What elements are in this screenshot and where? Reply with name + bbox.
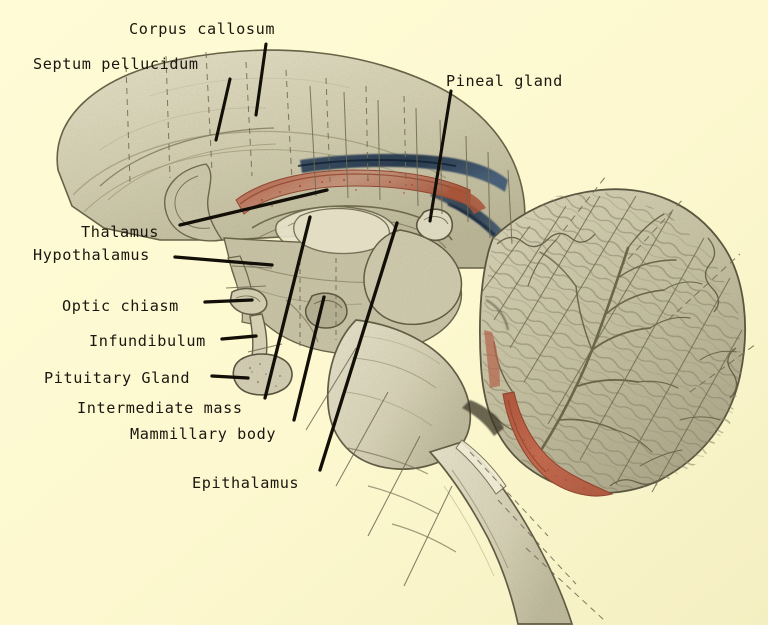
leader-line-group bbox=[173, 42, 453, 472]
engraving-hairlines bbox=[125, 51, 757, 621]
label-infundibulum: Infundibulum bbox=[89, 332, 206, 350]
leader-pituitary-gland bbox=[210, 374, 250, 380]
leader-hypothalamus bbox=[173, 255, 274, 267]
corpus-callosum bbox=[235, 169, 486, 215]
label-thalamus: Thalamus bbox=[81, 223, 159, 241]
leader-septum-pellucidum bbox=[214, 77, 232, 142]
label-pituitary-gland: Pituitary Gland bbox=[44, 369, 191, 387]
leader-intermediate-mass bbox=[263, 215, 312, 400]
hypothalamic-region bbox=[227, 255, 348, 396]
brainstem bbox=[326, 229, 574, 625]
leader-epithalamus bbox=[318, 221, 399, 472]
label-hypothalamus: Hypothalamus bbox=[33, 246, 150, 264]
label-optic-chiasm: Optic chiasm bbox=[62, 297, 179, 315]
cerebellomedullary-cleft bbox=[462, 400, 504, 436]
label-intermediate-mass: Intermediate mass bbox=[77, 399, 243, 417]
leader-pineal-gland bbox=[428, 89, 453, 223]
label-mammillary-body: Mammillary body bbox=[130, 425, 277, 443]
leader-infundibulum bbox=[220, 334, 258, 341]
label-corpus-callosum: Corpus callosum bbox=[129, 20, 276, 38]
leader-thalamus bbox=[178, 188, 329, 227]
label-septum-pellucidum: Septum pellucidum bbox=[33, 55, 199, 73]
label-epithalamus: Epithalamus bbox=[192, 474, 300, 492]
leader-mammillary-body bbox=[292, 295, 326, 422]
label-pineal-gland: Pineal gland bbox=[446, 72, 563, 90]
leader-corpus-callosum bbox=[254, 42, 268, 117]
cerebellum-red-band bbox=[484, 330, 614, 497]
leader-optic-chiasm bbox=[203, 298, 254, 304]
